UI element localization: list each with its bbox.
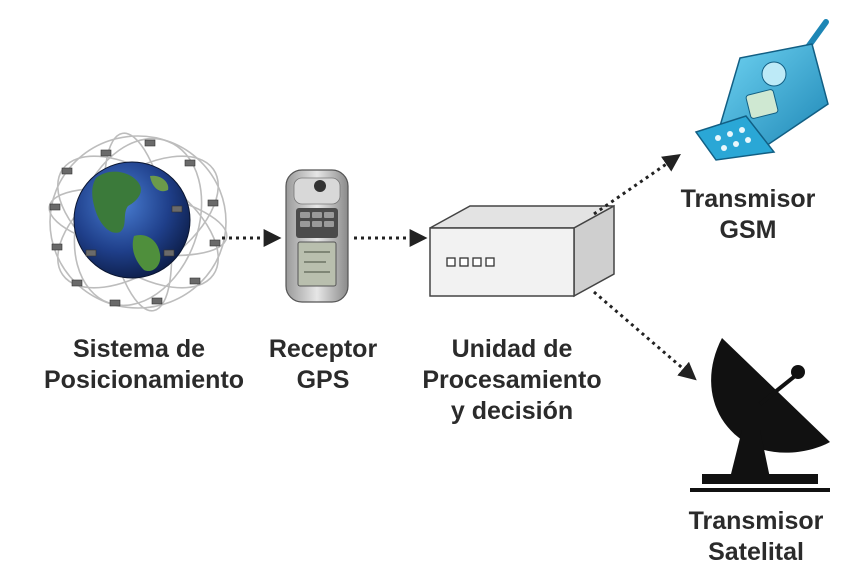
handheld-gps-receiver-icon xyxy=(285,169,349,303)
connector-arrows xyxy=(222,153,697,381)
satellite-constellation-globe-icon xyxy=(48,132,228,312)
arrow-unit-to-gsm xyxy=(593,153,681,216)
arrow-unit-to-satellite xyxy=(593,290,697,381)
mobile-phone-icon xyxy=(694,19,829,161)
satellite-transmitter-label-line-1: Transmisor xyxy=(688,507,824,535)
gps-receiver-label: Receptor GPS xyxy=(258,334,388,396)
gsm-transmitter-label-line-2: GSM xyxy=(719,216,777,244)
gsm-transmitter-label: Transmisor GSM xyxy=(668,184,828,246)
gps-system-label: Sistema de Posicionamiento xyxy=(44,334,245,396)
gps-system-label-line-2: Posicionamiento xyxy=(44,366,245,394)
processing-unit-label-line-3: y decisión xyxy=(450,397,574,425)
processing-unit-label-line-2: Procesamiento xyxy=(422,366,602,394)
processing-unit-box-icon xyxy=(429,204,615,298)
satellite-transmitter-label-line-2: Satelital xyxy=(708,538,804,566)
processing-unit-label-line-1: Unidad de xyxy=(451,335,573,363)
gps-system-label-line-1: Sistema de xyxy=(72,335,205,363)
satellite-transmitter-label: Transmisor Satelital xyxy=(676,506,836,568)
gsm-transmitter-label-line-1: Transmisor xyxy=(680,185,816,213)
processing-unit-label: Unidad de Procesamiento y decisión xyxy=(412,334,612,427)
gps-receiver-label-line-1: Receptor xyxy=(268,335,378,363)
satellite-dish-icon xyxy=(690,338,830,492)
gps-receiver-label-line-2: GPS xyxy=(296,366,350,394)
